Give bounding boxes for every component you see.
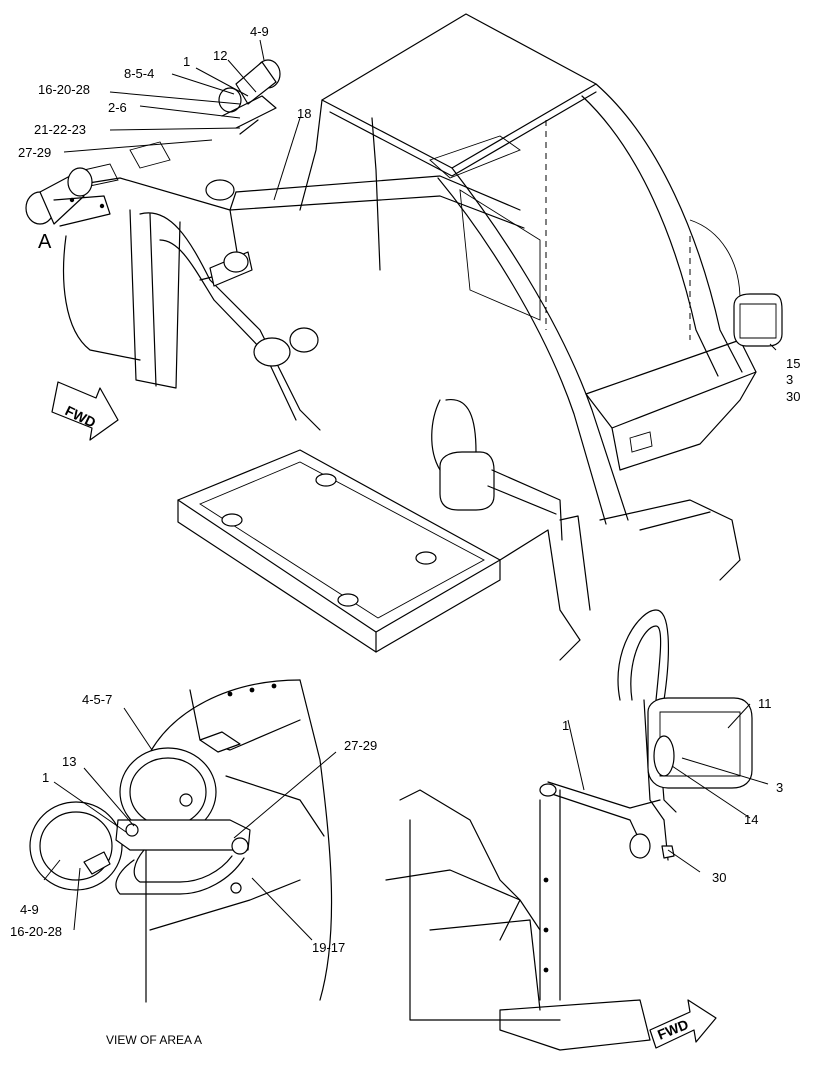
callout-13: 13 (62, 754, 76, 769)
callout-16-20-28: 16-20-28 (38, 82, 90, 97)
view-of-area-a (29, 679, 333, 1003)
callout-18: 18 (297, 106, 311, 121)
callout-12: 12 (213, 48, 227, 63)
mirror-detail: FWD (385, 609, 753, 1051)
callout-3: 3 (776, 780, 783, 795)
callout-30: 30 (712, 870, 726, 885)
callout-2-6: 2-6 (108, 100, 127, 115)
callout-1: 1 (42, 770, 49, 785)
leader-lines (43, 39, 777, 941)
callout-27-29: 27-29 (18, 145, 51, 160)
callout-1: 1 (183, 54, 190, 69)
callout-4-9: 4-9 (250, 24, 269, 39)
area-a-marker: A (38, 231, 52, 253)
callout-4-5-7: 4-5-7 (82, 692, 112, 707)
view-caption: VIEW OF AREA A (106, 1033, 202, 1047)
work-light-top (218, 59, 281, 135)
callout-labels-main: 4-9 12 1 8-5-4 16-20-28 2-6 18 21-22-23 … (18, 24, 800, 404)
callout-19-17: 19-17 (312, 940, 345, 955)
callout-11: 11 (758, 696, 772, 711)
callout-27-29: 27-29 (344, 738, 377, 753)
cab-frame-assembly (62, 13, 783, 661)
callout-1: 1 (562, 718, 569, 733)
callout-labels-view-a: 4-5-7 13 1 27-29 4-9 16-20-28 19-17 VIEW… (10, 692, 377, 1047)
callout-4-9: 4-9 (20, 902, 39, 917)
callout-labels-mirror: 1 11 3 14 30 (562, 696, 783, 885)
callout-8-5-4: 8-5-4 (124, 66, 154, 81)
callout-16-20-28: 16-20-28 (10, 924, 62, 939)
callout-3: 3 (786, 372, 793, 387)
work-light-area-a (25, 167, 111, 227)
callout-30: 30 (786, 389, 800, 404)
callout-15: 15 (786, 356, 800, 371)
fwd-arrow-main: FWD (51, 381, 119, 441)
callout-21-22-23: 21-22-23 (34, 122, 86, 137)
callout-14: 14 (744, 812, 758, 827)
